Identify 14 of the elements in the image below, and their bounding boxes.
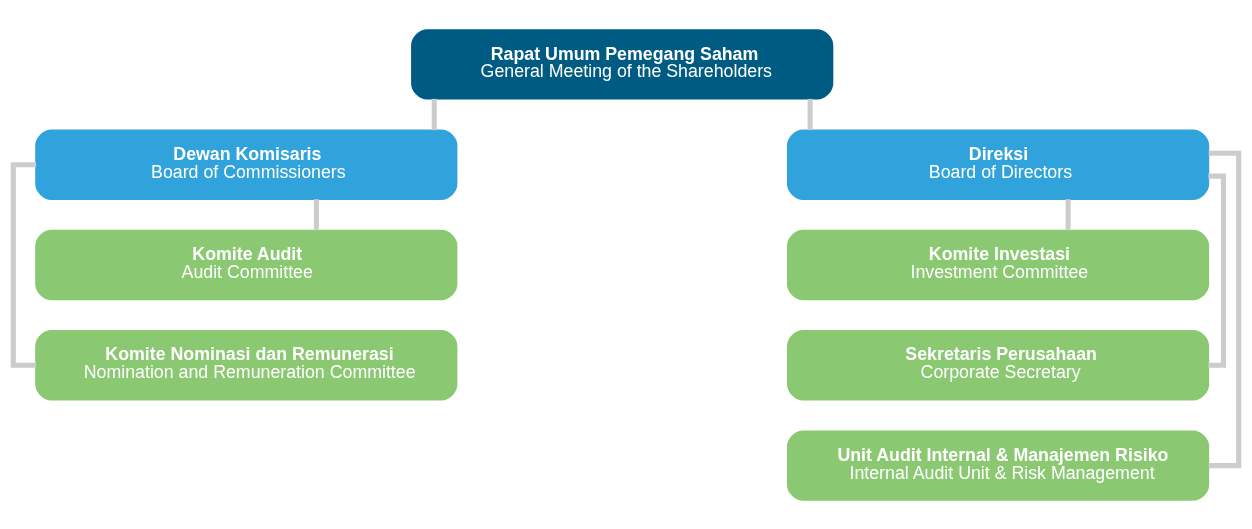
node-box: Komite Investasi Investment Committee <box>786 229 1210 300</box>
connector <box>1065 198 1071 230</box>
node-box: Komite Nominasi dan Remunerasi Nomination and Remuneration Committee <box>35 329 458 401</box>
node-box: Komite Audit Audit Committee <box>35 229 458 300</box>
node-box: Sekretaris Perusahaan Corporate Secretary <box>786 329 1210 401</box>
node-box: Rapat Umum Pemegang Saham General Meeting of the Shareholders <box>411 28 834 100</box>
connector <box>313 198 319 230</box>
connector <box>1208 150 1242 468</box>
connector <box>431 98 437 130</box>
node-box: Direksi Board of Directors <box>786 128 1210 200</box>
connector <box>807 98 813 130</box>
connector <box>1208 173 1226 368</box>
node-box: Unit Audit Internal & Manajemen Risiko Internal Audit Unit & Risk Management <box>786 429 1210 501</box>
node-box: Dewan Komisaris Board of Commissioners <box>35 128 458 200</box>
